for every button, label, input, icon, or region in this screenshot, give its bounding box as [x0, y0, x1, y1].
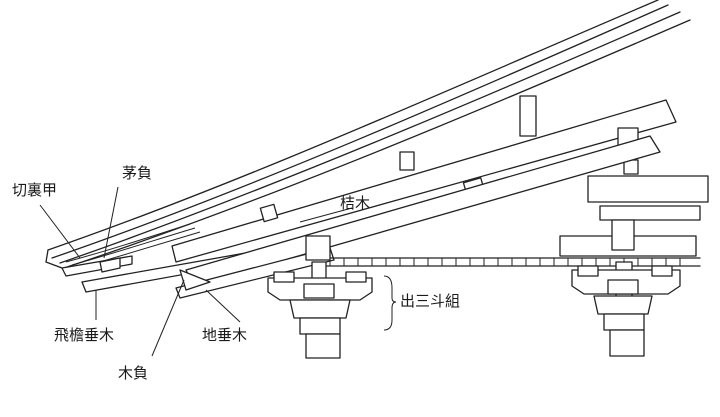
rafters [81, 135, 661, 299]
leader-jidaruki [205, 289, 241, 323]
leader-kayaoi [103, 186, 119, 259]
kirirako-boards [61, 223, 201, 277]
bracket-structure [267, 175, 709, 359]
bracket-cluster-right [571, 219, 681, 357]
label-kirirako: 切裏甲 [12, 181, 57, 199]
keta-member [171, 95, 677, 263]
leader-keta [299, 207, 353, 223]
label-jidaruki: 地垂木 [202, 326, 247, 344]
purlin-chain [329, 258, 681, 266]
leader-kioi [151, 279, 185, 357]
label-hienodaruki: 飛檐垂木 [54, 326, 114, 344]
leader-kirirako [39, 204, 81, 259]
label-demitsudo: 出三斗組 [400, 292, 460, 310]
bracket-cluster-left [267, 235, 373, 359]
label-keta: 桔木 [340, 194, 370, 212]
label-kioi: 木負 [118, 364, 148, 382]
brace-demitsudo [383, 275, 397, 331]
roof-covering-layers [45, 0, 691, 269]
label-kayaoi: 茅負 [122, 164, 152, 182]
leader-lines [39, 186, 397, 357]
